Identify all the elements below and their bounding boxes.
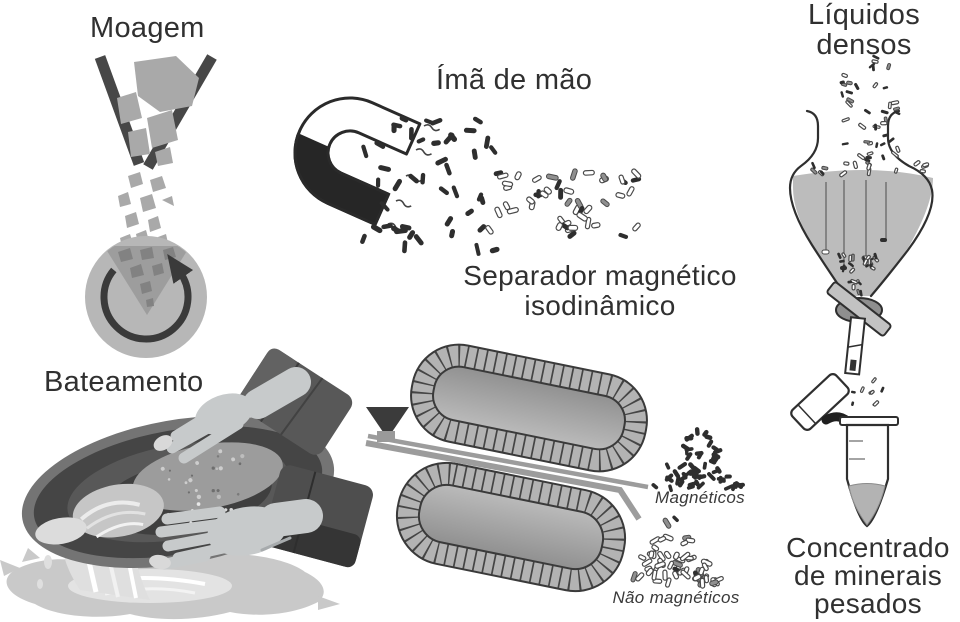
hand-magnet-illustration [293,96,642,256]
inflow-particles [839,54,901,163]
lower-coil [395,461,627,593]
panning-illustration [0,348,373,620]
label-nao-magneticos: Não magnéticos [612,588,740,607]
label-separador-magnetico: Separador magnético isodinâmico [463,260,737,321]
settled-particles [837,252,880,297]
rotation-arrow-icon [100,254,194,343]
lower-hand [149,465,373,570]
label-magneticos: Magnéticos [655,488,745,507]
chute-rail [367,433,649,490]
attracted-particles [360,115,500,256]
label-concentrado: Concentrado de minerais pesados [786,532,950,619]
upper-coil [410,343,648,473]
heavy-mineral-sediment [848,483,886,526]
magnetic-pile [651,427,745,493]
tube-cap [790,372,850,432]
floating-particles [810,160,930,178]
magnetic-separator-illustration [365,343,745,593]
horseshoe-magnet-icon [293,96,422,227]
crusher-illustration [94,54,217,249]
chute-rail [365,440,642,521]
dense-liquid-funnel-illustration [788,54,934,407]
non-magnetic-pile [630,515,724,589]
mixed-particles [485,168,642,239]
feed-funnel-icon [366,407,409,432]
label-moagem: Moagem [90,12,205,44]
label-ima-de-mao: Ímã de mão [436,64,593,96]
outlet-tube [844,316,867,376]
sample-tube-illustration [790,372,899,528]
label-bateamento: Bateamento [44,366,204,398]
stopcock-handle [826,281,892,337]
grinder-mill-illustration [85,236,207,358]
upper-hand [153,348,353,464]
falling-particles [851,377,885,407]
label-liquidos-densos: Líquidos densos [807,0,921,61]
